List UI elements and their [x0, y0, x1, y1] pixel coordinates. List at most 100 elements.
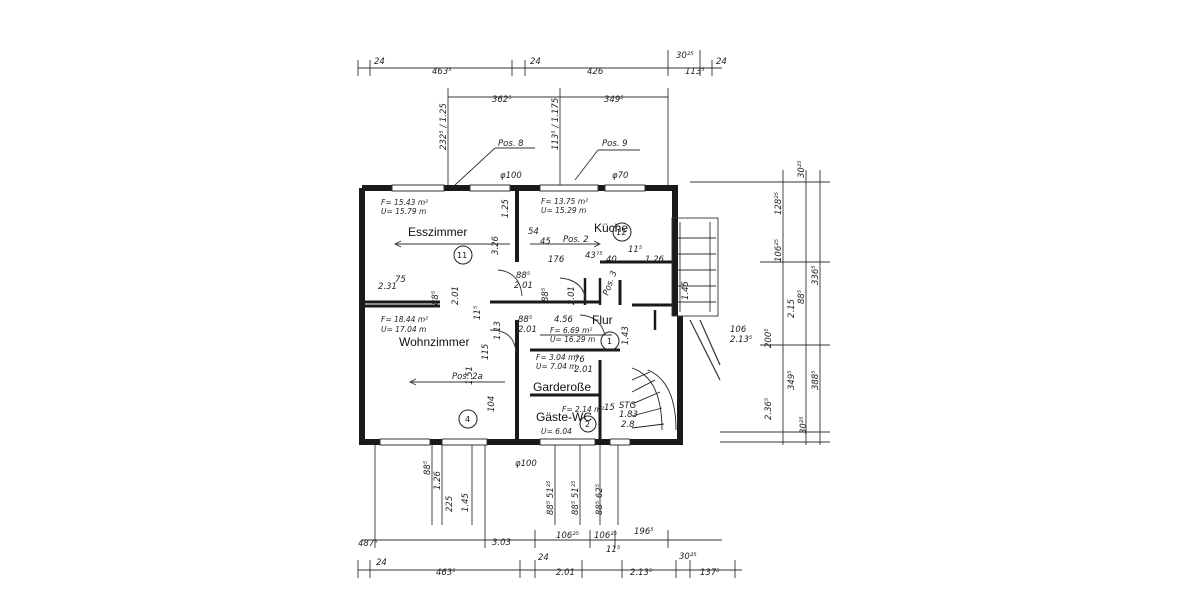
dimension-label: 463⁵: [432, 67, 452, 77]
area-wc-u: U= 6.04: [541, 427, 572, 436]
door-swings: [489, 269, 606, 353]
dimension-label: 2.01: [567, 286, 577, 305]
dimension-label: 2.01: [574, 365, 593, 375]
dimension-label: 2.13⁵: [630, 568, 653, 578]
dimension-label: 24: [374, 57, 385, 67]
room-label-flur: Flur: [592, 313, 613, 327]
dimension-label: 30²⁵: [797, 160, 807, 178]
dimension-label: 1.25: [501, 199, 511, 218]
dimension-label: 426: [587, 67, 604, 77]
dimension-label: 24: [376, 558, 387, 568]
dimension-label: STG: [619, 401, 637, 411]
dimension-label: 88⁵: [797, 289, 807, 304]
dimension-label: 104: [487, 396, 497, 412]
dimension-label: 11⁵: [606, 545, 621, 555]
room-number-1: 1: [607, 337, 612, 346]
area-esszimmer-u: U= 15.79 m: [381, 207, 426, 216]
dimension-label: 2.31: [378, 282, 397, 292]
dimension-label: 200⁵: [764, 328, 774, 348]
position-label-3: Pos. 3: [601, 270, 619, 297]
room-label-kueche: Küche: [594, 221, 628, 235]
dimension-label: 128²⁵: [774, 191, 784, 215]
dimension-label: 349⁵: [787, 370, 797, 390]
dimension-lines: [357, 50, 830, 578]
dimension-label: 225: [445, 496, 455, 512]
position-label-8: Pos. 8: [498, 139, 524, 149]
dimension-label: 106: [730, 325, 747, 335]
walls: [359, 185, 683, 445]
dimension-label: 106²⁵: [594, 531, 618, 541]
room-number-circles: [453, 222, 632, 433]
dimension-label: 1.43: [621, 326, 631, 345]
dimension-label: 1.13: [493, 321, 503, 340]
area-wc-f: F= 2.14 m²: [562, 405, 604, 414]
dimension-label: 113⁵: [685, 67, 705, 77]
dimension-label: 88⁵ 51²⁵: [546, 480, 556, 515]
dimension-label: 11⁵: [628, 245, 643, 255]
room-label-garderobe: Garderoße: [533, 380, 591, 394]
dimension-label: 2.01: [518, 325, 537, 335]
dimension-label: 1.45: [461, 493, 471, 512]
dimension-label: 2.8: [621, 420, 635, 430]
balcony-stair: [671, 217, 721, 381]
dimension-label: 88⁵: [541, 287, 551, 302]
dimension-label: 88⁵: [423, 460, 433, 475]
room-label-esszimmer: Esszimmer: [408, 225, 467, 239]
dimension-label: 88⁵: [516, 271, 531, 281]
dimension-label: 1.26: [433, 470, 443, 490]
dimension-label: 76: [574, 355, 585, 365]
dimension-label: 137⁵: [700, 568, 720, 578]
dimension-label: 106²⁵: [556, 531, 580, 541]
dimension-label: 196⁵: [634, 527, 654, 537]
dimension-label: 3.03: [492, 538, 511, 548]
dimension-label: 43⁷⁵: [585, 251, 603, 261]
position-label-2a: Pos. 2a: [452, 372, 483, 382]
dimension-label: 1.83: [619, 410, 638, 420]
dimension-label: 2.01: [556, 568, 575, 578]
room-number-4: 4: [465, 415, 470, 424]
room-number-2: 2: [585, 420, 590, 429]
area-wohnzimmer-u: U= 17.04 m: [381, 325, 426, 334]
room-label-wohnzimmer: Wohnzimmer: [399, 335, 469, 349]
area-kueche-f: F= 13.75 m²: [541, 197, 588, 206]
dimension-label: 88⁵ 51²⁵: [571, 480, 581, 515]
dimension-label: 54: [528, 227, 539, 237]
dimension-label: 2.36⁵: [764, 397, 774, 420]
windows: [379, 184, 646, 446]
dimension-label: 2.01: [451, 286, 461, 305]
dimension-label: 45: [540, 237, 551, 247]
area-garderobe-u: U= 7.04 m: [536, 362, 577, 371]
dimension-label: 113⁵ / 1.175: [551, 98, 561, 150]
dimension-label: 24: [538, 553, 549, 563]
dimension-label: 24: [716, 57, 727, 67]
dimension-label: 349⁵: [604, 95, 624, 105]
diameter-label: φ100: [500, 171, 522, 181]
dimension-label: 2.15: [787, 299, 797, 318]
dimension-label: 30²⁵: [799, 416, 809, 434]
dimension-label: 106²⁵: [774, 238, 784, 262]
dimension-label: 30²⁵: [676, 51, 694, 61]
dimension-label: 115: [481, 344, 491, 360]
area-kueche-u: U= 15.29 m: [541, 206, 586, 215]
dimension-label: 88⁵ 62⁵: [595, 483, 605, 515]
area-flur-f: F= 6.69 m²: [550, 326, 592, 335]
room-number-11: 11: [457, 251, 467, 260]
dimension-label: 463⁵: [436, 568, 456, 578]
dimension-label: 388⁵: [811, 370, 821, 390]
dimension-label: 4.56: [554, 315, 574, 325]
area-esszimmer-f: F= 15.43 m²: [381, 198, 428, 207]
position-arrows: [393, 147, 640, 386]
dimension-label: 40: [606, 255, 617, 265]
dimension-label: 232⁵ / 1.25: [439, 103, 449, 150]
area-garderobe-f: F= 3.04 m²: [536, 353, 578, 362]
dimension-label: 15: [604, 403, 615, 413]
room-label-gaeste-wc: Gäste-WC: [536, 410, 592, 424]
dimension-label: 3.26: [491, 235, 501, 255]
dimension-label: 2.01: [514, 281, 533, 291]
staircase: [631, 367, 677, 431]
dimension-label: 1.45: [681, 281, 691, 300]
dimension-label: 2.13⁵: [730, 335, 753, 345]
diameter-label: φ100: [515, 459, 537, 469]
area-flur-u: U= 16.29 m: [550, 335, 595, 344]
